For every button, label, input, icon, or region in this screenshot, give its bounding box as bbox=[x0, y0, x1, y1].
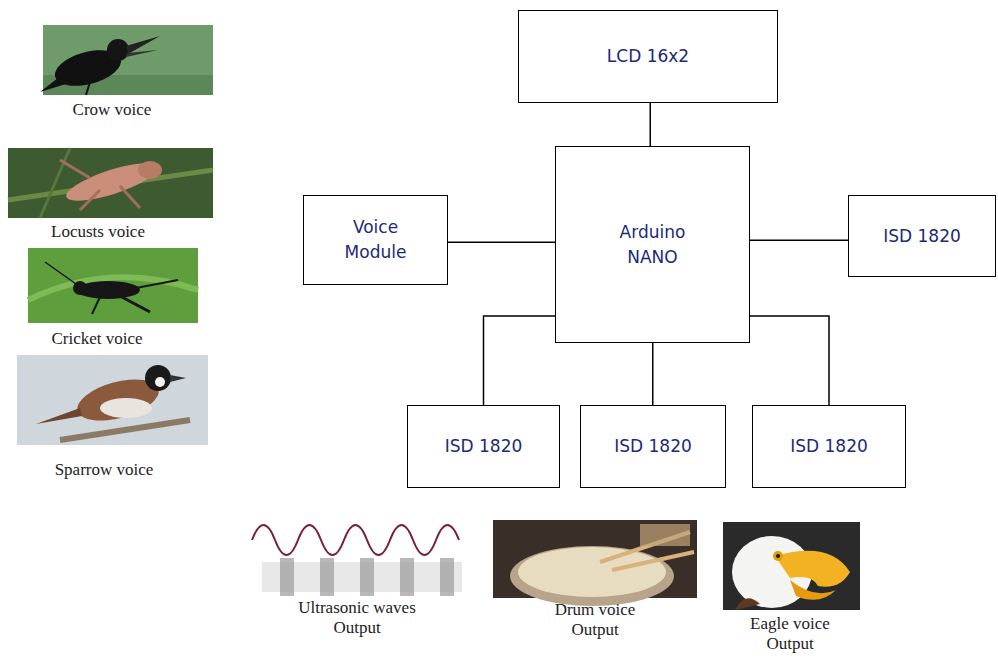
eagle-photo-part bbox=[773, 551, 783, 561]
ultrasonic-wave-part bbox=[360, 558, 374, 596]
box-label: ISD 1820 bbox=[614, 434, 692, 459]
box-label: Voice Module bbox=[331, 215, 421, 264]
eagle-photo-part bbox=[723, 522, 860, 610]
connector-line bbox=[448, 242, 555, 244]
image-caption: Crow voice bbox=[27, 100, 197, 120]
controller-box: Arduino NANO bbox=[555, 146, 750, 343]
ultrasonic-wave-part bbox=[400, 558, 414, 596]
sparrow-photo-part bbox=[17, 355, 208, 445]
connector-line bbox=[750, 316, 829, 405]
recorder-box: ISD 1820 bbox=[407, 405, 560, 488]
connector-line bbox=[484, 316, 556, 405]
sparrow-photo-part bbox=[100, 398, 152, 418]
crow-photo-part bbox=[126, 36, 160, 54]
ultrasonic-wave-part bbox=[252, 525, 459, 555]
drum-photo-part bbox=[518, 547, 666, 597]
cricket-photo-part bbox=[28, 277, 198, 300]
eagle-photo bbox=[723, 522, 860, 610]
locust-photo-part bbox=[60, 160, 90, 178]
drum-photo-part bbox=[640, 524, 690, 546]
eagle-photo-part bbox=[775, 551, 850, 587]
module-box: Voice Module bbox=[303, 195, 448, 285]
recorder-box: ISD 1820 bbox=[752, 405, 906, 488]
cricket-photo-part bbox=[92, 297, 100, 314]
cricket-photo bbox=[28, 248, 198, 323]
box-label: Arduino NANO bbox=[603, 220, 703, 269]
drum-photo bbox=[493, 520, 697, 606]
box-label: ISD 1820 bbox=[790, 434, 868, 459]
sparrow-photo-part bbox=[155, 377, 165, 387]
crow-photo bbox=[40, 25, 213, 95]
crow-photo-part bbox=[107, 39, 129, 61]
sparrow-photo bbox=[17, 355, 208, 445]
display-box: LCD 16x2 bbox=[518, 10, 778, 103]
image-caption: Eagle voice Output bbox=[735, 614, 845, 653]
sparrow-photo-part bbox=[60, 420, 190, 440]
connector-line bbox=[750, 240, 848, 242]
ultrasonic-wave-part bbox=[280, 558, 294, 596]
locust-photo-part bbox=[80, 190, 100, 210]
ultrasonic-wave bbox=[252, 525, 462, 596]
sparrow-photo-part bbox=[170, 375, 186, 382]
crow-photo-part bbox=[86, 82, 90, 95]
crow-photo-part bbox=[43, 25, 213, 95]
connector-line bbox=[650, 103, 652, 146]
cricket-photo-part bbox=[28, 248, 198, 323]
sparrow-photo-part bbox=[145, 365, 171, 391]
locust-photo bbox=[8, 148, 213, 218]
locust-photo-part bbox=[40, 148, 70, 218]
box-label: ISD 1820 bbox=[445, 434, 523, 459]
locust-photo-part bbox=[138, 161, 162, 179]
box-label: ISD 1820 bbox=[883, 224, 961, 249]
locust-photo-part bbox=[8, 148, 213, 218]
image-caption: Cricket voice bbox=[12, 329, 182, 349]
image-caption: Ultrasonic waves Output bbox=[282, 598, 432, 637]
recorder-box: ISD 1820 bbox=[848, 195, 996, 277]
cricket-photo-part bbox=[136, 280, 178, 288]
eagle-photo-part bbox=[790, 580, 836, 600]
image-caption: Sparrow voice bbox=[14, 460, 194, 480]
drum-photo-part bbox=[612, 552, 694, 570]
crow-photo-part bbox=[126, 50, 158, 57]
connector-line bbox=[652, 343, 654, 405]
sparrow-photo-part bbox=[36, 408, 82, 424]
image-caption: Locusts voice bbox=[8, 222, 188, 242]
eagle-photo-part bbox=[735, 598, 760, 610]
locust-photo-part bbox=[63, 156, 162, 208]
drum-photo-part bbox=[510, 546, 674, 606]
ultrasonic-wave-part bbox=[320, 558, 334, 596]
box-label: LCD 16x2 bbox=[607, 44, 689, 69]
ultrasonic-wave-part bbox=[440, 558, 454, 596]
recorder-box: ISD 1820 bbox=[580, 405, 726, 488]
cricket-photo-part bbox=[120, 296, 150, 312]
cricket-photo-part bbox=[45, 262, 76, 284]
image-caption: Drum voice Output bbox=[540, 600, 650, 639]
locust-photo-part bbox=[120, 186, 140, 208]
eagle-photo-part bbox=[776, 554, 780, 558]
crow-photo-part bbox=[40, 78, 66, 92]
